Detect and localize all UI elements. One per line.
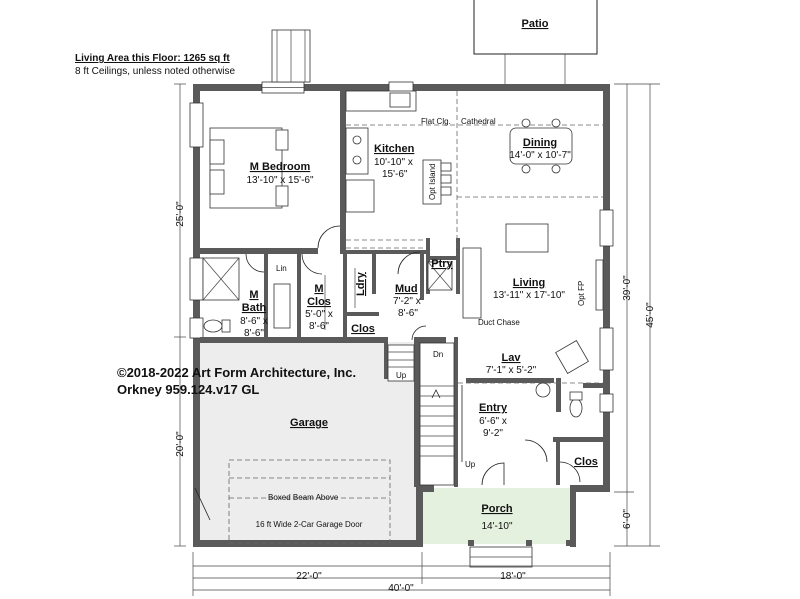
entry-dims-1: 6'-6" x bbox=[479, 416, 507, 427]
ceiling-note: 8 ft Ceilings, unless noted otherwise bbox=[75, 66, 236, 77]
garage-door-label: 16 ft Wide 2-Car Garage Door bbox=[256, 520, 363, 529]
living-furniture bbox=[427, 223, 604, 374]
m-bedroom-label: M Bedroom bbox=[250, 161, 311, 173]
kitchen-dims-1: 10'-10" x bbox=[374, 157, 413, 168]
patio-label: Patio bbox=[522, 18, 549, 30]
mud-label: Mud bbox=[395, 283, 418, 295]
m-bath-dims-2: 8'-6" bbox=[244, 328, 264, 339]
porch-floor bbox=[422, 488, 572, 544]
m-clos-dims-2: 8'-6" bbox=[309, 321, 329, 332]
m-clos-label-2: Clos bbox=[307, 296, 331, 308]
garage-label: Garage bbox=[290, 417, 328, 429]
living-dims: 13'-11" x 17'-10" bbox=[493, 290, 565, 301]
stairs bbox=[387, 342, 463, 486]
dining-dims: 14'-0" x 10'-7" bbox=[509, 150, 571, 161]
stair-down-label: Dn bbox=[433, 350, 443, 359]
stair-up-label-2: Up bbox=[465, 460, 476, 469]
lav-dims: 7'-1" x 5'-2" bbox=[486, 365, 537, 376]
clos-entry-label: Clos bbox=[574, 456, 598, 468]
garage-floor bbox=[200, 342, 420, 546]
lav-label: Lav bbox=[502, 352, 522, 364]
dimension-lines bbox=[174, 83, 660, 596]
m-bath-label-1: M bbox=[249, 289, 258, 301]
lav-fixtures bbox=[535, 382, 583, 418]
duct-chase-label: Duct Chase bbox=[478, 318, 520, 327]
dim-porch-width: 18'-0" bbox=[500, 571, 526, 582]
dining-label: Dining bbox=[523, 137, 557, 149]
living-area-title: Living Area this Floor: 1265 sq ft bbox=[75, 53, 230, 64]
m-bedroom-dims: 13'-10" x 15'-6" bbox=[246, 175, 314, 186]
bath-fixtures bbox=[202, 257, 356, 333]
dining-table bbox=[509, 118, 573, 174]
bed bbox=[209, 127, 289, 209]
dim-lower-left: 20'-0" bbox=[175, 431, 186, 457]
clos-mud-label: Clos bbox=[351, 323, 375, 335]
pantry-label: Ptry bbox=[431, 258, 453, 270]
kitchen-dims-2: 15'-6" bbox=[382, 169, 408, 180]
opt-fp-label: Opt FP bbox=[577, 281, 586, 306]
mud-dims-1: 7'-2" x bbox=[393, 296, 421, 307]
m-clos-label-1: M bbox=[314, 283, 323, 295]
copyright-line-2: Orkney 959.124.v17 GL bbox=[117, 382, 259, 397]
m-clos-dims-1: 5'-0" x bbox=[305, 309, 333, 320]
opt-island-label: Opt Island bbox=[428, 164, 437, 200]
dim-total-width: 40'-0" bbox=[388, 583, 414, 594]
stair-up-label: Up bbox=[396, 371, 407, 380]
laundry-label: Ldry bbox=[355, 271, 367, 296]
mud-dims-2: 8'-6" bbox=[398, 308, 418, 319]
interior-walls bbox=[200, 91, 603, 487]
kitchen-label: Kitchen bbox=[374, 143, 415, 155]
entry-label: Entry bbox=[479, 402, 508, 414]
dashed-lines bbox=[228, 91, 603, 544]
linen-label: Lin bbox=[276, 264, 287, 273]
kitchen-fixtures bbox=[345, 90, 452, 213]
porch-dims: 14'-10" bbox=[481, 521, 512, 532]
copyright-line-1: ©2018-2022 Art Form Architecture, Inc. bbox=[117, 365, 356, 380]
m-bath-dims-1: 8'-6" x bbox=[240, 316, 268, 327]
patio bbox=[473, 0, 598, 86]
door-swings bbox=[194, 225, 581, 521]
dim-upper-left: 25'-0" bbox=[175, 201, 186, 227]
dim-right-main: 39'-0" bbox=[622, 275, 633, 301]
dim-right-total: 45'-0" bbox=[645, 302, 656, 328]
m-bath-label-2: Bath bbox=[242, 302, 267, 314]
dim-garage-width: 22'-0" bbox=[296, 571, 322, 582]
living-label: Living bbox=[513, 277, 545, 289]
sliding-door bbox=[271, 29, 311, 83]
dim-right-porch: 6'-0" bbox=[622, 509, 633, 529]
boxed-beam-label: Boxed Beam Above bbox=[268, 493, 339, 502]
cathedral-label: Cathedral bbox=[461, 117, 496, 126]
flat-clg-label: Flat Clg. bbox=[421, 117, 451, 126]
porch-label: Porch bbox=[481, 503, 512, 515]
entry-dims-2: 9'-2" bbox=[483, 428, 503, 439]
porch-steps bbox=[468, 540, 572, 568]
